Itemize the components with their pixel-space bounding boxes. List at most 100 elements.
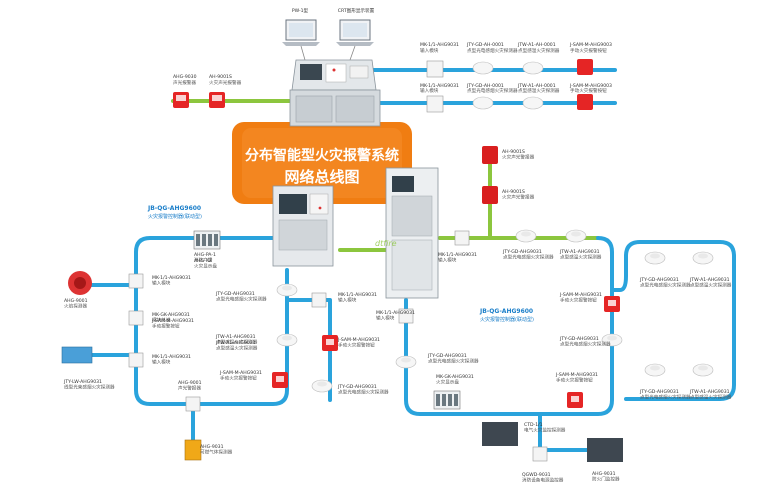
device-code: AHG-9001 [64, 298, 88, 304]
device-name: 点型光电感烟火灾探测器 [428, 358, 479, 365]
device-name: 火灾声光警报器 [502, 194, 535, 201]
device-code: J-SAM-M-AHG9031 [337, 337, 380, 343]
device-code: MK-1/1-AHG9031 [420, 42, 459, 48]
device-code: JTY-GD-AH-0001 [466, 42, 504, 48]
device-name: 点型感温火灾探测器 [518, 47, 560, 54]
device-name: 点型感温火灾探测器 [690, 282, 732, 289]
smoke-icon [515, 229, 537, 243]
button-icon [567, 392, 583, 408]
device-code: J-SAM-M-AHG9031 [555, 372, 598, 378]
heat-icon [692, 251, 714, 265]
device-code: JTY-LW-AHG9031 [63, 379, 102, 385]
device-code: JTW-A1-AHG9031 [215, 334, 256, 340]
device-name: 点型感温火灾探测器 [690, 394, 732, 401]
device-code: AHG-9030 [173, 74, 197, 80]
device-code: JTY-GD-AHG9031 [639, 277, 679, 283]
laptop-icon [336, 19, 374, 46]
sounder-icon [482, 186, 498, 204]
device-name: 手动火灾报警按钮 [556, 377, 593, 384]
device-code: JTW-A1-AHG9031 [689, 389, 730, 395]
device-name: 手动火灾报警按钮 [570, 47, 607, 54]
device-code: JTW-A1-AH-0001 [517, 42, 556, 48]
bus-left-loop [134, 236, 304, 406]
device-code: JTW-A1-AHG9031 [215, 340, 256, 346]
device-code: AH-9001S [502, 189, 525, 195]
bus-right-loop [404, 236, 614, 416]
device-name: 火焰探测器 [64, 303, 87, 310]
control-console [289, 59, 381, 127]
device-name: 手动火灾报警按钮 [220, 375, 257, 382]
device-name: 输入模块 [152, 280, 171, 287]
smoke-icon [276, 283, 298, 297]
device-code: CTD-1/1 [524, 422, 543, 428]
device-name: 火灾声光报警器 [209, 79, 242, 86]
device-code: AHG-9031 [592, 471, 616, 477]
bus-right-outer [610, 240, 736, 401]
device-name: 输入模块 [420, 47, 439, 54]
module-icon [185, 396, 201, 412]
device-name: 输入模块 [420, 87, 439, 94]
right-top-devices: AH-9001S火灾声光警报器AH-9001S火灾声光警报器MK-1/1-AHG… [438, 146, 535, 264]
device-name: 火灾显示盘 [194, 263, 217, 270]
device-code: JTY-GD-AHG9031 [639, 389, 679, 395]
module-icon [128, 352, 144, 368]
bus-lines [78, 68, 736, 452]
module-icon [128, 310, 144, 326]
manual-button-icon [577, 94, 593, 110]
device-name: 点型感温火灾探测器 [216, 339, 258, 346]
display-icon [193, 230, 221, 250]
device-code: AH-9001S [502, 149, 525, 155]
module-icon [311, 292, 327, 308]
box-icon [482, 422, 518, 446]
device-code: JTW-A1-AHG9031 [559, 249, 600, 255]
device-code: J-SAM-M-AHG9031 [559, 292, 602, 298]
pc2-label: CRT图形显示装置 [338, 7, 375, 14]
device-name: 点型光电感烟火灾探测器 [467, 47, 518, 54]
device-name: 点型感温火灾探测器 [560, 254, 602, 261]
module-icon [454, 230, 470, 246]
heat-icon [565, 229, 587, 243]
device-code: AHG-9001 [178, 380, 202, 386]
smoke-icon [601, 333, 623, 347]
button-icon [604, 296, 620, 312]
module-icon [532, 446, 548, 462]
device-code: QGWD-9031 [522, 472, 551, 478]
device-name: 点型光电感烟火灾探测器 [503, 254, 554, 261]
device-code: AH-9001S [209, 74, 232, 80]
heat-detector-icon [522, 96, 544, 110]
device-code: J-SAM-M-AHG9031 [219, 370, 262, 376]
smoke-detector-icon [472, 96, 494, 110]
watermark: dtfire [375, 239, 397, 248]
device-code: AHG-9031 [200, 444, 224, 450]
module-icon [426, 95, 444, 113]
device-name: 输入模块 [338, 297, 357, 304]
smoke-icon [311, 379, 333, 393]
top-right-row1: MK-1/1-AHG9031 输入模块 JTY-GD-AH-0001 点型光电感… [420, 42, 612, 78]
top-right-row2: MK-1/1-AHG9031 输入模块 JTY-GD-AH-0001 点型光电感… [420, 83, 612, 113]
title-line2: 网络总线图 [284, 168, 359, 186]
device-name: 点型光电感烟火灾探测器 [216, 296, 267, 303]
device-code: J-SAM-M-AHG9003 [569, 83, 612, 89]
laptop-icon [282, 19, 320, 46]
sounder-icon [209, 92, 225, 108]
sounder-icon [482, 146, 498, 164]
device-name: 手动火灾报警按钮 [338, 342, 375, 349]
device-name: 电气火灾监控探测器 [524, 427, 566, 434]
device-name: 点型光电感烟火灾探测器 [640, 282, 691, 289]
device-code: JTY-GD-AHG9031 [427, 353, 467, 359]
manual-button-icon [577, 59, 593, 75]
device-code: JTY-GD-AHG9031 [337, 384, 377, 390]
device-code: JTY-GD-AHG9031 [215, 291, 255, 297]
module-icon [128, 273, 144, 289]
right-loop-code: JB-QG-AHG9600 [479, 308, 533, 315]
button-icon [322, 335, 338, 351]
device-name: 声光报警器 [173, 79, 196, 86]
device-name: 手动报警按钮 [152, 323, 180, 330]
device-code: JTW-A1-AH-0001 [517, 83, 556, 89]
top-left-alarms: AHG-9030 声光报警器 AH-9001S 火灾声光报警器 [173, 74, 242, 108]
sounder-icon [173, 92, 189, 108]
device-name: 点型光电感烟火灾探测器 [640, 394, 691, 401]
heat-icon [692, 363, 714, 377]
device-code: MK-1/1-AHG9031 [438, 252, 477, 258]
right-loop-name: 火灾报警控制器(联动型) [480, 316, 534, 323]
